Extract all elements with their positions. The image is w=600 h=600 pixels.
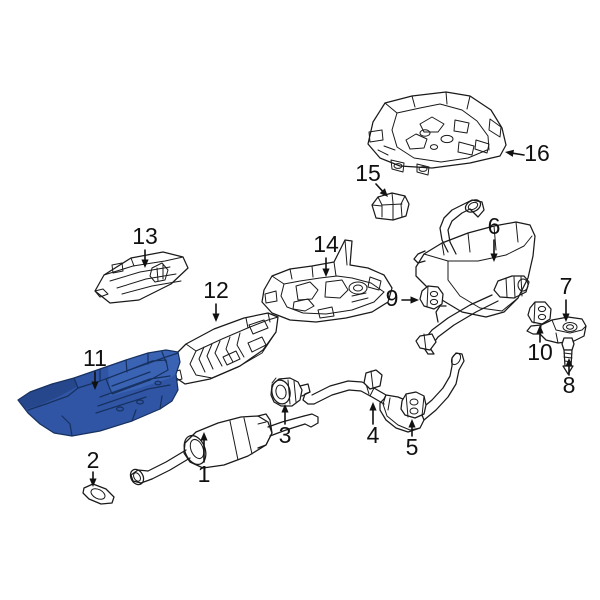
callout-number-3[interactable]: 3 [279, 422, 292, 448]
leader-arrowhead-8 [565, 358, 573, 367]
callout-number-5[interactable]: 5 [406, 434, 419, 460]
leader-arrowhead-9 [410, 296, 419, 304]
part-15-small-heat-shield-bracket[interactable] [371, 192, 410, 221]
callout-16-rear-floor-heat-shield[interactable]: 16 [505, 140, 550, 166]
leader-arrowhead-11 [91, 381, 99, 390]
leader-arrowhead-6 [490, 253, 498, 262]
callout-13-front-floor-heat-shield-small[interactable]: 13 [132, 223, 158, 268]
leader-arrowhead-3 [281, 404, 289, 413]
callout-number-11[interactable]: 11 [83, 345, 107, 371]
callout-11-fuel-tank-heat-shield[interactable]: 11 [83, 345, 107, 390]
callout-number-8[interactable]: 8 [563, 372, 576, 398]
leader-arrowhead-5 [408, 419, 416, 428]
part-14-tunnel-heat-shield[interactable] [261, 239, 393, 323]
callout-number-16[interactable]: 16 [524, 140, 550, 166]
part-12-center-floor-heat-shield[interactable] [168, 312, 279, 385]
part-2-exhaust-pipe-gasket[interactable] [82, 483, 115, 505]
part-16-rear-floor-heat-shield[interactable] [367, 91, 507, 176]
part-10-exhaust-hanger-insulator-rear[interactable] [527, 301, 552, 325]
leader-arrowhead-10 [536, 325, 544, 334]
part-9-exhaust-hanger-insulator-left[interactable] [419, 285, 444, 310]
leader-arrowhead-2 [89, 478, 97, 487]
leader-arrowhead-14 [322, 268, 330, 277]
leader-arrowhead-16 [505, 149, 514, 157]
part-1-center-muffler-resonator[interactable] [128, 413, 319, 487]
leader-line-16 [512, 152, 525, 156]
leader-arrowhead-12 [212, 313, 220, 322]
callout-14-tunnel-heat-shield[interactable]: 14 [313, 231, 339, 277]
leader-arrowhead-7 [562, 313, 570, 322]
callout-number-2[interactable]: 2 [87, 447, 100, 473]
part-3-exhaust-pipe-clamp-front[interactable] [270, 377, 311, 407]
callout-number-10[interactable]: 10 [527, 339, 553, 365]
callout-2-exhaust-pipe-gasket[interactable]: 2 [87, 447, 100, 487]
leader-arrowhead-15 [379, 188, 388, 197]
leader-arrowhead-13 [141, 259, 149, 268]
callout-number-9[interactable]: 9 [386, 285, 399, 311]
callout-number-4[interactable]: 4 [367, 422, 380, 448]
callout-number-7[interactable]: 7 [560, 273, 573, 299]
part-5-exhaust-hanger-insulator[interactable] [400, 391, 427, 419]
callout-8-hanger-bracket-bolt[interactable]: 8 [563, 358, 576, 398]
part-7-muffler-hanger-bracket[interactable] [526, 316, 587, 344]
part-11-fuel-tank-heat-shield[interactable] [17, 349, 181, 437]
callout-9-exhaust-hanger-insulator-left[interactable]: 9 [386, 285, 419, 311]
leader-arrowhead-1 [200, 432, 208, 441]
callout-7-muffler-hanger-bracket[interactable]: 7 [560, 273, 573, 322]
callout-6-rear-muffler-assembly[interactable]: 6 [488, 213, 501, 262]
callout-number-13[interactable]: 13 [132, 223, 158, 249]
callout-number-6[interactable]: 6 [488, 213, 501, 239]
callout-10-exhaust-hanger-insulator-rear[interactable]: 10 [527, 325, 553, 365]
part-8-hanger-bracket-bolt[interactable] [561, 337, 575, 375]
callout-number-12[interactable]: 12 [203, 277, 229, 303]
callout-5-exhaust-hanger-insulator[interactable]: 5 [406, 419, 419, 460]
callout-12-center-floor-heat-shield[interactable]: 12 [203, 277, 229, 322]
callout-4-front-exhaust-pipe[interactable]: 4 [367, 402, 380, 448]
part-6-rear-muffler-assembly[interactable] [413, 197, 536, 355]
callout-1-center-muffler-resonator[interactable]: 1 [198, 432, 211, 487]
leader-arrowhead-4 [369, 402, 377, 411]
callout-number-1[interactable]: 1 [198, 461, 211, 487]
callout-number-14[interactable]: 14 [313, 231, 339, 257]
callout-15-small-heat-shield-bracket[interactable]: 15 [355, 160, 388, 197]
callout-3-exhaust-pipe-clamp-front[interactable]: 3 [279, 404, 292, 448]
leader-line-15 [375, 183, 383, 192]
part-13-front-floor-heat-shield-small[interactable] [94, 251, 189, 304]
part-4-front-exhaust-pipe[interactable] [302, 352, 465, 433]
callout-number-15[interactable]: 15 [355, 160, 381, 186]
